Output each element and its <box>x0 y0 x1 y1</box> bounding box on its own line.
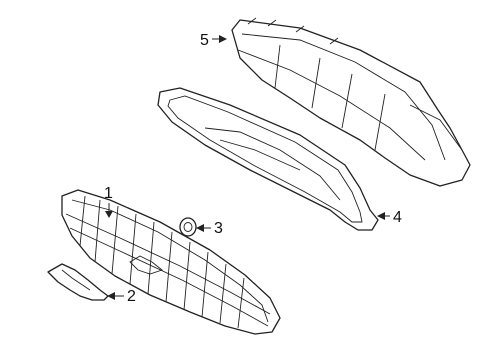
callout-4: 4 <box>377 209 402 226</box>
callout-3-label: 3 <box>214 220 223 237</box>
callout-5-label: 5 <box>200 32 209 49</box>
upper-reinforcement <box>231 17 471 187</box>
bracket <box>47 263 109 301</box>
callout-3: 3 <box>196 220 223 237</box>
callout-2: 2 <box>107 288 136 305</box>
surround-frame <box>157 87 379 231</box>
callout-1-label: 1 <box>104 185 113 202</box>
callout-4-label: 4 <box>393 209 402 226</box>
callout-1: 1 <box>104 185 113 218</box>
callout-2-label: 2 <box>127 288 136 305</box>
grille <box>61 189 281 335</box>
emblem-clip <box>179 217 197 237</box>
callout-5: 5 <box>200 32 227 49</box>
